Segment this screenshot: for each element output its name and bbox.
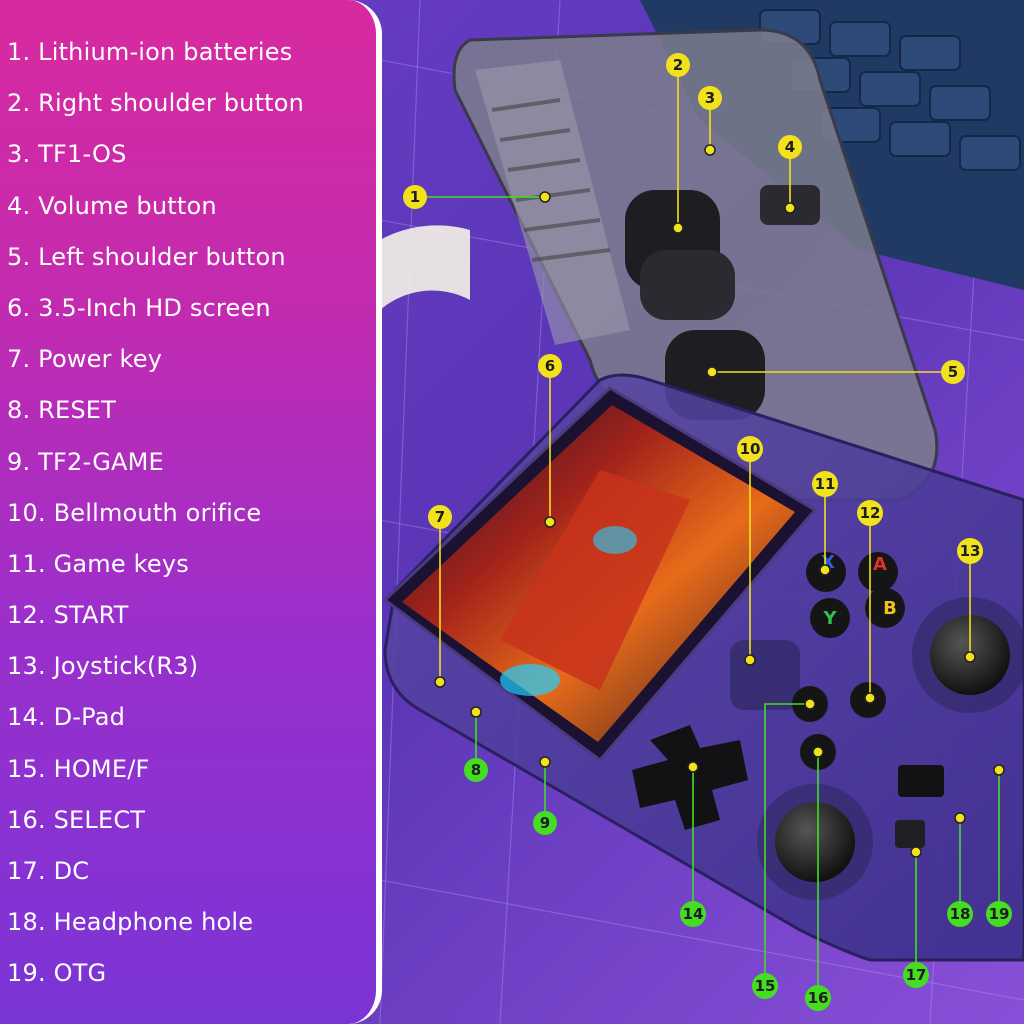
svg-text:14: 14 [683,905,704,923]
callout-13: 13 [957,538,983,564]
legend-item: 2. Right shoulder button [7,89,305,118]
callout-11: 11 [812,471,838,497]
legend-item: 14. D-Pad [7,703,126,732]
callout-2: 2 [666,53,690,77]
svg-text:4: 4 [785,138,795,156]
svg-text:17: 17 [906,966,927,984]
callout-16: 16 [805,985,831,1011]
callout-17: 17 [903,962,929,988]
svg-text:18: 18 [950,905,971,923]
legend-item: 5. Left shoulder button [7,242,286,271]
legend-item: 9. TF2-GAME [7,447,164,476]
legend-item: 18. Headphone hole [7,908,254,937]
legend-item: 17. DC [7,857,90,885]
svg-text:15: 15 [755,977,776,995]
legend-list: 1. Lithium-ion batteries 2. Right should… [7,34,304,1007]
callout-12: 12 [857,500,883,526]
callout-14: 14 [680,901,706,927]
legend-item: 4. Volume button [7,191,217,220]
svg-text:3: 3 [705,89,715,107]
legend-item: 13. Joystick(R3) [7,652,199,681]
callout-19: 19 [986,901,1012,927]
legend-item: 3. TF1-OS [7,140,127,169]
svg-text:19: 19 [989,905,1010,923]
svg-text:2: 2 [673,56,683,74]
legend-item: 8. RESET [7,396,117,425]
legend-item: 19. OTG [7,959,107,988]
callout-7: 7 [428,505,452,529]
callout-9: 9 [533,811,557,835]
svg-text:6: 6 [545,357,555,375]
callout-10: 10 [737,436,763,462]
callout-3: 3 [698,86,722,110]
device-back-shell [452,28,939,502]
svg-text:8: 8 [471,761,481,779]
svg-text:12: 12 [860,504,881,522]
callout-1: 1 [403,185,427,209]
svg-text:1: 1 [410,188,420,206]
legend-item: 6. 3.5-Inch HD screen [7,293,271,322]
key-a-label: A [873,554,887,575]
key-b-label: B [883,598,897,619]
callout-6: 6 [538,354,562,378]
callout-8: 8 [464,758,488,782]
callout-5: 5 [941,360,965,384]
svg-text:13: 13 [960,542,981,560]
svg-text:11: 11 [815,475,836,493]
callout-15: 15 [752,973,778,999]
legend-panel: 1. Lithium-ion batteries 2. Right should… [0,0,382,1024]
callout-18: 18 [947,901,973,927]
legend-item: 12. START [7,601,129,630]
svg-text:9: 9 [540,814,550,832]
legend-item: 7. Power key [7,345,163,374]
legend-item: 11. Game keys [7,549,189,578]
svg-text:10: 10 [740,440,761,458]
legend-item: 15. HOME/F [7,754,150,783]
legend-item: 16. SELECT [7,805,146,834]
svg-text:7: 7 [435,508,445,526]
legend-item: 10. Bellmouth orifice [7,498,262,527]
legend-item: 1. Lithium-ion batteries [7,38,293,66]
callout-4: 4 [778,135,802,159]
svg-text:5: 5 [948,363,958,381]
svg-text:16: 16 [808,989,829,1007]
key-y-label: Y [822,608,837,629]
